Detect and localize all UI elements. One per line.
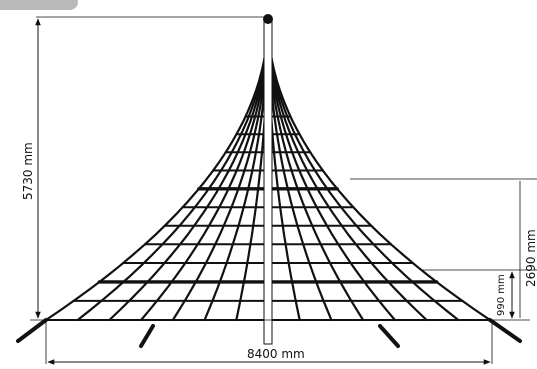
width-dimension-8400 (45, 322, 493, 365)
lower-ring-height-label: 990 mm (496, 274, 507, 316)
central-mast (263, 17, 273, 345)
total-height-label: 5730 mm (21, 142, 35, 200)
ground-anchors (16, 318, 522, 348)
mast-top-cap (263, 14, 273, 24)
height-dimension-990 (420, 269, 537, 319)
height-dimension-5730 (30, 16, 530, 321)
height-dimension-2690 (350, 178, 537, 318)
corner-tab (0, 0, 78, 10)
base-width-label: 8400 mm (247, 347, 305, 361)
platform-height-label: 2690 mm (524, 229, 537, 287)
